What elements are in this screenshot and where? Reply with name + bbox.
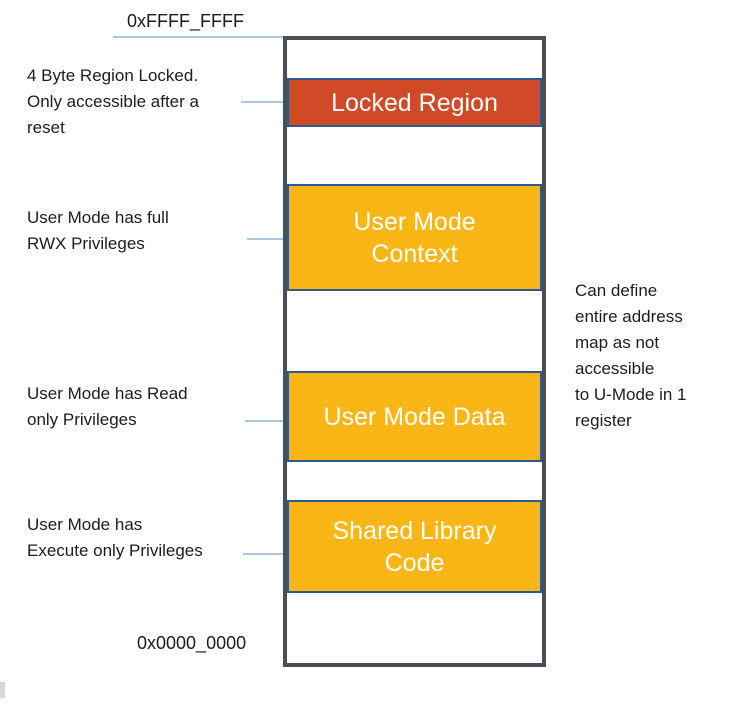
region-label-line: User Mode Data — [323, 402, 506, 431]
annotation-line: 4 Byte Region Locked. — [27, 66, 199, 85]
annotation-line: register — [575, 411, 632, 430]
annotation-line: map as not — [575, 333, 660, 352]
left-annotation-read-only: User Mode has Read only Privileges — [27, 381, 188, 433]
left-annotation-locked: 4 Byte Region Locked. Only accessible af… — [27, 63, 199, 141]
annotation-line: RWX Privileges — [27, 234, 145, 253]
annotation-line: to U-Mode in 1 — [575, 385, 687, 404]
connector-line-context — [247, 238, 283, 240]
left-annotation-rwx: User Mode has full RWX Privileges — [27, 205, 169, 257]
left-annotation-execute-only: User Mode has Execute only Privileges — [27, 512, 203, 564]
top-address-label: 0xFFFF_FFFF — [127, 11, 244, 31]
annotation-line: Execute only Privileges — [27, 541, 203, 560]
annotation-line: User Mode has Read — [27, 384, 188, 403]
connector-line-data — [245, 420, 283, 422]
right-annotation-register: Can define entire address map as not acc… — [575, 278, 687, 434]
memory-map-box: Locked Region User Mode Context User Mod… — [283, 36, 546, 667]
region-label-line: Code — [384, 548, 445, 577]
top-leader-line — [113, 36, 285, 38]
annotation-line: accessible — [575, 359, 655, 378]
region-label-line: Locked Region — [331, 88, 498, 117]
annotation-line: User Mode has — [27, 515, 143, 534]
connector-line-shared — [243, 553, 283, 555]
annotation-line: entire address — [575, 307, 683, 326]
region-label-line: Context — [371, 239, 458, 268]
region-label-line: User Mode — [353, 207, 476, 236]
memory-region-shared-library-code: Shared Library Code — [287, 500, 542, 593]
region-label-line: Shared Library — [332, 516, 497, 545]
connector-line-locked — [241, 101, 283, 103]
memory-region-locked: Locked Region — [287, 78, 542, 127]
bottom-address-label: 0x0000_0000 — [137, 633, 247, 653]
annotation-line: User Mode has full — [27, 208, 169, 227]
memory-region-user-mode-data: User Mode Data — [287, 371, 542, 462]
annotation-line: Only accessible after a — [27, 92, 199, 111]
memory-region-user-mode-context: User Mode Context — [287, 184, 542, 291]
annotation-line: Can define — [575, 281, 658, 300]
screen-edge-artifact — [0, 682, 5, 698]
annotation-line: reset — [27, 118, 65, 137]
annotation-line: only Privileges — [27, 410, 137, 429]
